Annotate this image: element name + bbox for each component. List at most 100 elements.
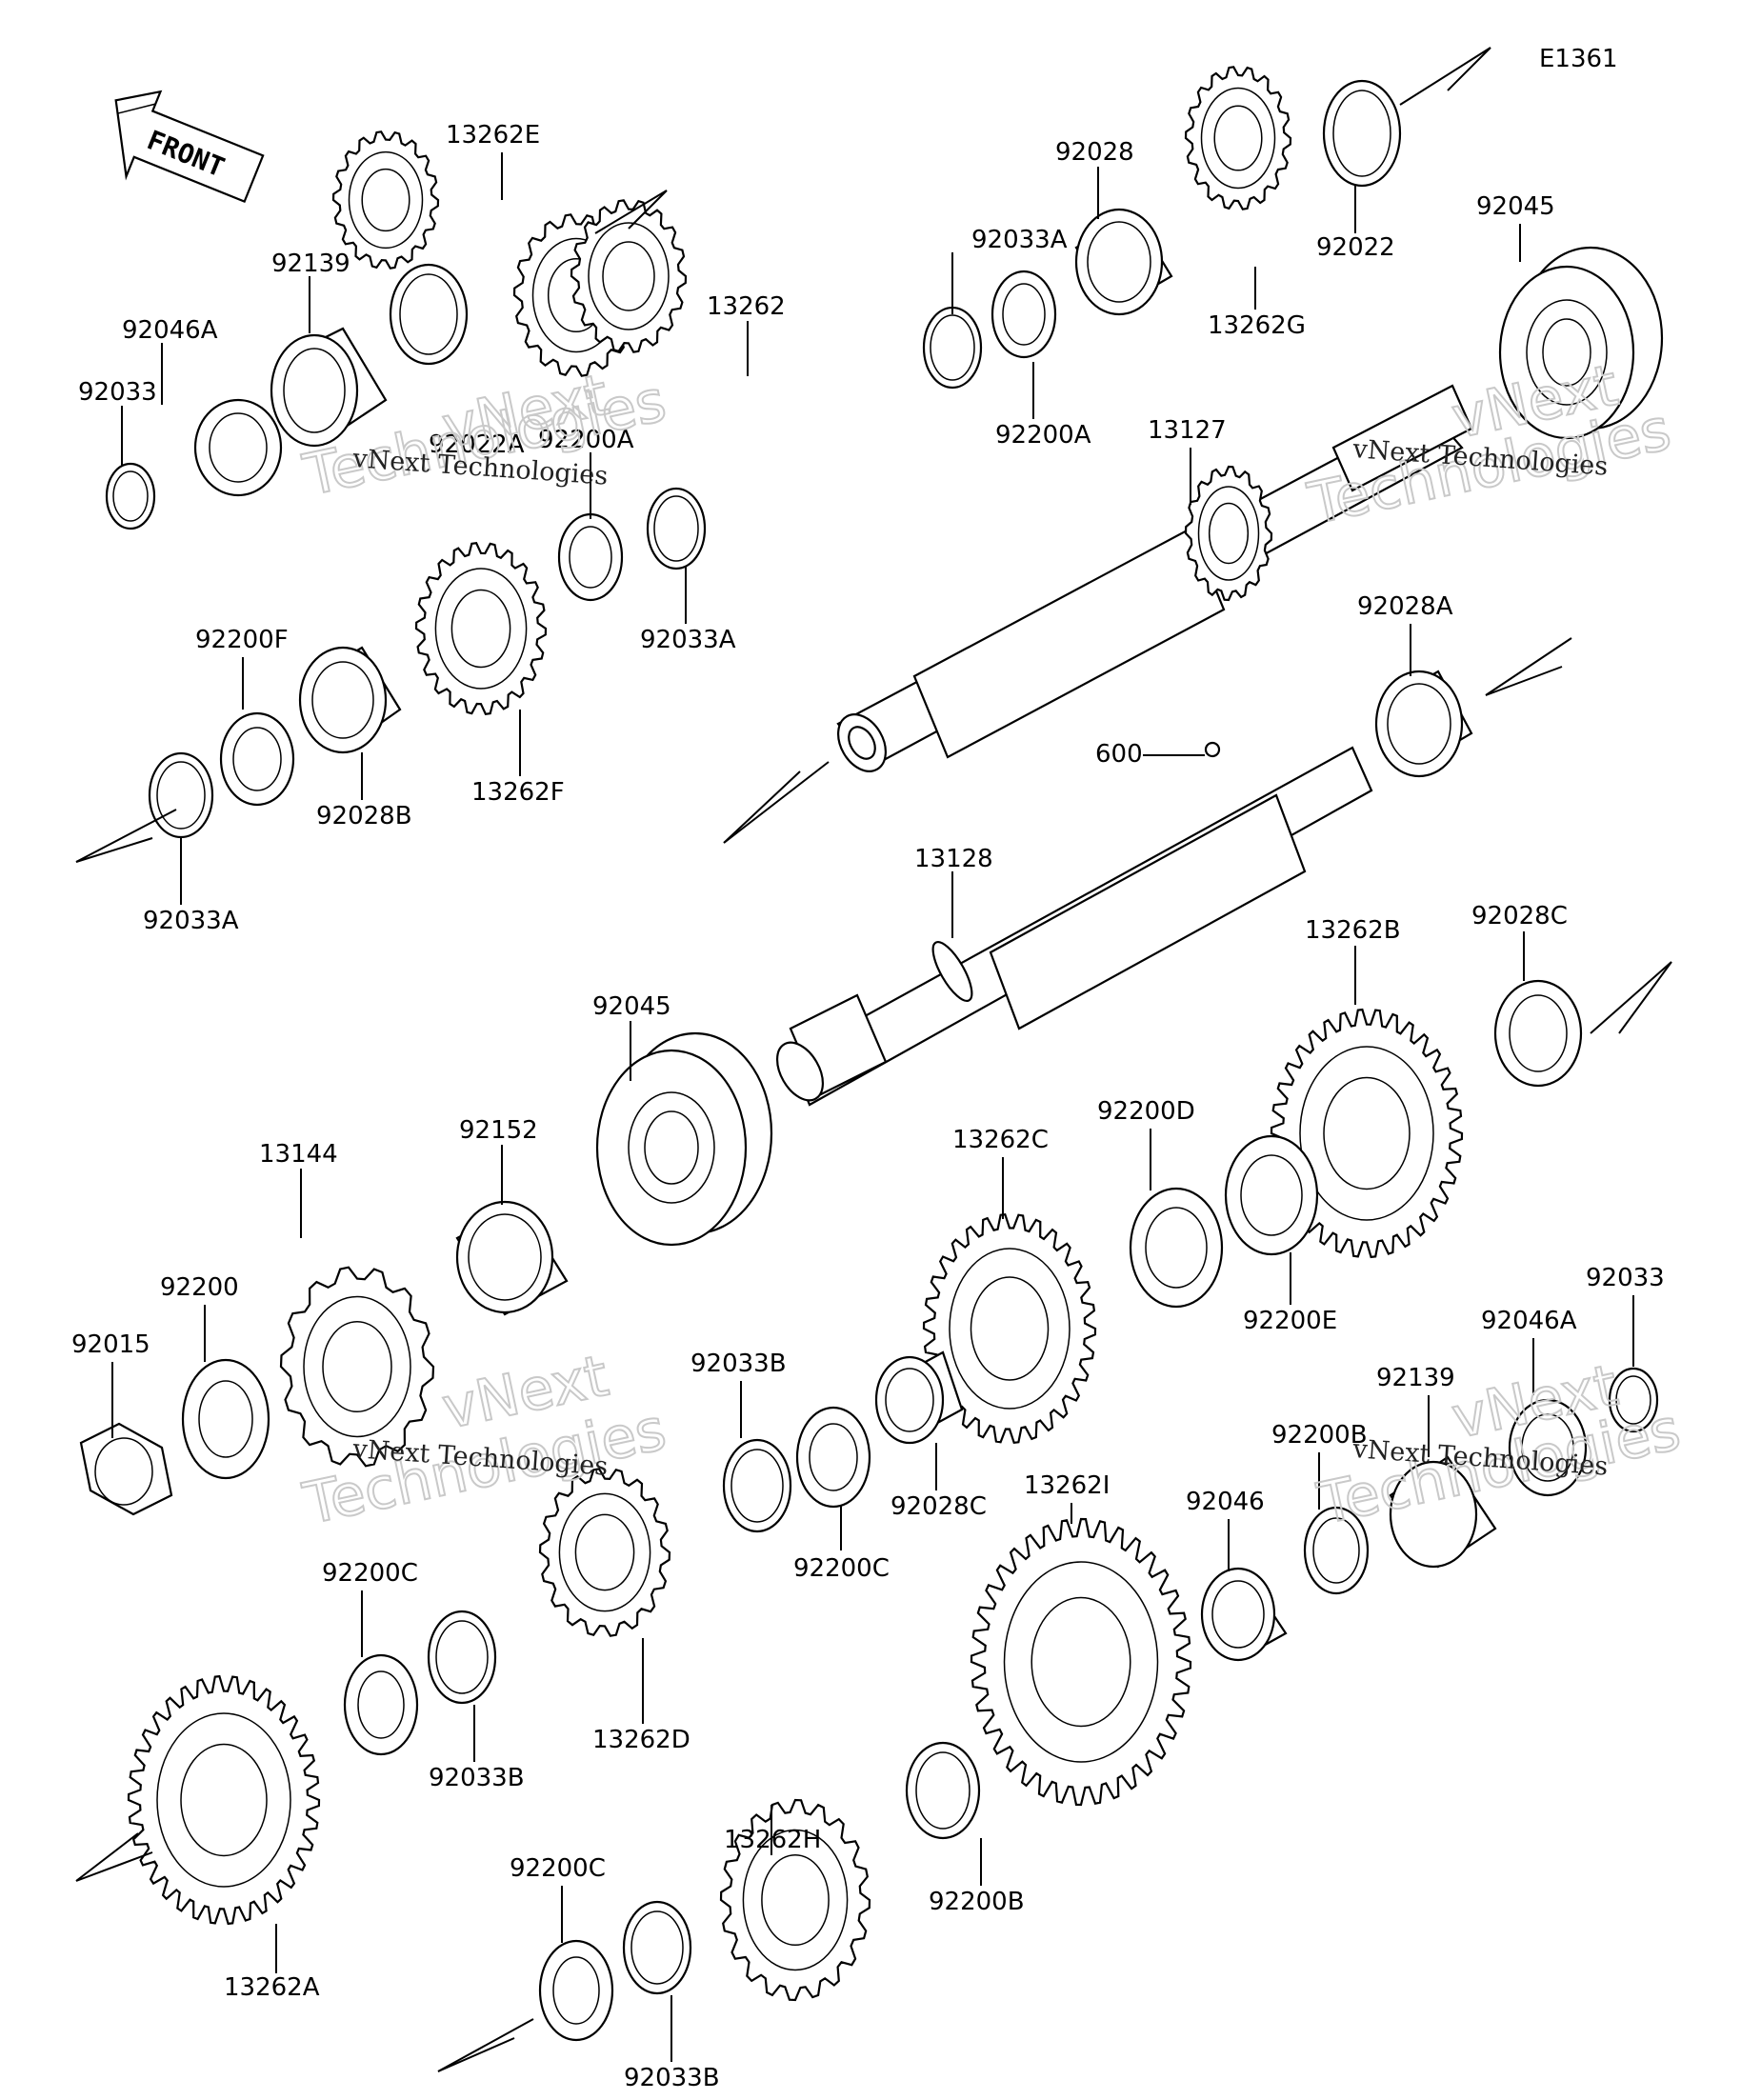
part-label-13262: 13262 xyxy=(707,292,786,321)
part-label-92028c: 92028C xyxy=(1471,902,1568,930)
part-label-92015: 92015 xyxy=(71,1330,150,1359)
collar-92139 xyxy=(270,327,388,448)
part-label-92200a: 92200A xyxy=(995,421,1091,450)
part-label-92028: 92028 xyxy=(1055,138,1134,167)
part-label-92033b: 92033B xyxy=(429,1764,525,1792)
part-label-92200f: 92200F xyxy=(195,626,289,654)
part-label-92033a: 92033A xyxy=(971,226,1068,254)
gear-13262b xyxy=(1270,1008,1464,1259)
gear-13262g xyxy=(1184,66,1292,210)
collar-92152 xyxy=(455,1200,569,1316)
washer-92022a xyxy=(389,263,469,366)
part-label-13262i: 13262I xyxy=(1024,1471,1110,1500)
leader-lines xyxy=(111,152,1634,2062)
gear-13262d xyxy=(538,1468,671,1637)
part-label-92200b: 92200B xyxy=(1271,1421,1368,1450)
washer-92022 xyxy=(1322,79,1402,188)
gear-13144-sprocket xyxy=(279,1266,435,1468)
nut-92015 xyxy=(79,1422,173,1516)
ball-bearing-92045-top xyxy=(1498,246,1664,440)
part-label-92200a: 92200A xyxy=(538,426,634,454)
part-label-92139: 92139 xyxy=(271,250,350,278)
part-label-92045: 92045 xyxy=(592,992,671,1021)
part-label-13262g: 13262G xyxy=(1208,311,1306,340)
needle-bearing-92046 xyxy=(1200,1567,1288,1662)
part-label-92200d: 92200D xyxy=(1097,1097,1195,1126)
part-label-13262d: 13262D xyxy=(592,1726,690,1754)
axis-guide-lines xyxy=(75,47,1672,2072)
part-label-92033a: 92033A xyxy=(640,626,736,654)
circlip-92033a-2 xyxy=(922,306,983,390)
part-label-92046a: 92046A xyxy=(1481,1307,1577,1335)
part-label-92028c: 92028C xyxy=(891,1492,987,1521)
part-label-13144: 13144 xyxy=(259,1140,338,1169)
output-shaft-13128 xyxy=(775,746,1373,1107)
needle-bearing-92046a-right xyxy=(1508,1398,1588,1497)
part-600-marker xyxy=(1204,741,1221,758)
part-label-13128: 13128 xyxy=(914,845,993,873)
toothed-washer-92200c-3 xyxy=(538,1939,614,2042)
part-label-92028b: 92028B xyxy=(316,802,412,830)
circlip-92033b-1 xyxy=(722,1438,792,1533)
washer-92200b-right xyxy=(1303,1506,1370,1595)
circlip-92033a-3 xyxy=(148,751,214,839)
gear-13127-integral xyxy=(1184,465,1273,602)
gear-13262c xyxy=(922,1213,1097,1444)
gear-13262h xyxy=(719,1798,871,2002)
part-label-92139: 92139 xyxy=(1376,1364,1455,1392)
part-label-13262f: 13262F xyxy=(471,778,565,807)
part-label-92022: 92022 xyxy=(1316,233,1395,262)
bushing-92028b xyxy=(298,646,402,754)
toothed-washer-92200 xyxy=(181,1358,270,1480)
circlip-92033a-1 xyxy=(646,487,707,570)
part-label-13262e: 13262E xyxy=(446,121,540,150)
bushing-92028 xyxy=(1074,208,1173,316)
toothed-washer-92200c-2 xyxy=(343,1653,419,1756)
part-label-92046a: 92046A xyxy=(122,316,218,345)
part-label-13262a: 13262A xyxy=(224,1973,320,2002)
part-label-92033b: 92033B xyxy=(690,1350,787,1378)
gear-13262f xyxy=(414,541,548,716)
part-label-92200: 92200 xyxy=(160,1273,239,1302)
part-label-92200c: 92200C xyxy=(322,1559,418,1588)
part-label-92033: 92033 xyxy=(78,378,157,407)
front-arrow-icon: FRONT xyxy=(114,90,265,204)
circlip-92033 xyxy=(105,462,156,530)
gear-13262e xyxy=(331,130,440,270)
needle-bearing-92046a xyxy=(193,398,283,497)
toothed-washer-92200e xyxy=(1224,1134,1319,1256)
gear-13262a xyxy=(127,1674,321,1926)
needle-bearing-92028c-1 xyxy=(1493,979,1583,1088)
diagram-id: E1361 xyxy=(1539,45,1618,73)
toothed-washer-92200c-1 xyxy=(795,1406,871,1509)
circlip-92033-right xyxy=(1608,1367,1659,1433)
part-label-13262h: 13262H xyxy=(724,1826,821,1854)
toothed-washer-92200d xyxy=(1129,1187,1224,1309)
part-label-92200b: 92200B xyxy=(929,1888,1025,1916)
part-label-92033b: 92033B xyxy=(624,2064,720,2092)
part-label-92200e: 92200E xyxy=(1243,1307,1337,1335)
circlip-92033b-2 xyxy=(427,1610,497,1705)
bushing-92028a xyxy=(1374,670,1473,778)
part-label-92045: 92045 xyxy=(1476,192,1555,221)
input-shaft-13127 xyxy=(836,384,1473,772)
part-label-92022a: 92022A xyxy=(429,430,525,459)
part-label-13127: 13127 xyxy=(1148,416,1227,445)
gear-13262i xyxy=(970,1517,1192,1807)
part-label-92046: 92046 xyxy=(1186,1488,1265,1516)
gear-13262-b2 xyxy=(570,199,688,353)
washer-92200b-bottom xyxy=(905,1741,981,1840)
part-label-92033a: 92033A xyxy=(143,907,239,935)
part-label-92033: 92033 xyxy=(1586,1264,1665,1292)
part-label-92200c: 92200C xyxy=(793,1554,890,1583)
ball-bearing-92045-mid xyxy=(595,1031,773,1247)
circlip-92033b-3 xyxy=(622,1900,692,1995)
part-labels: 13262E 92139 92046A 92033 92022A 92200A 13262 9… xyxy=(71,121,1665,2092)
part-label-600: 600 xyxy=(1095,740,1143,769)
part-label-92200c: 92200C xyxy=(510,1854,606,1883)
part-label-13262c: 13262C xyxy=(952,1126,1049,1154)
part-label-92028a: 92028A xyxy=(1357,592,1453,621)
part-label-13262b: 13262B xyxy=(1305,916,1401,945)
toothed-washer-92200f xyxy=(219,711,295,807)
